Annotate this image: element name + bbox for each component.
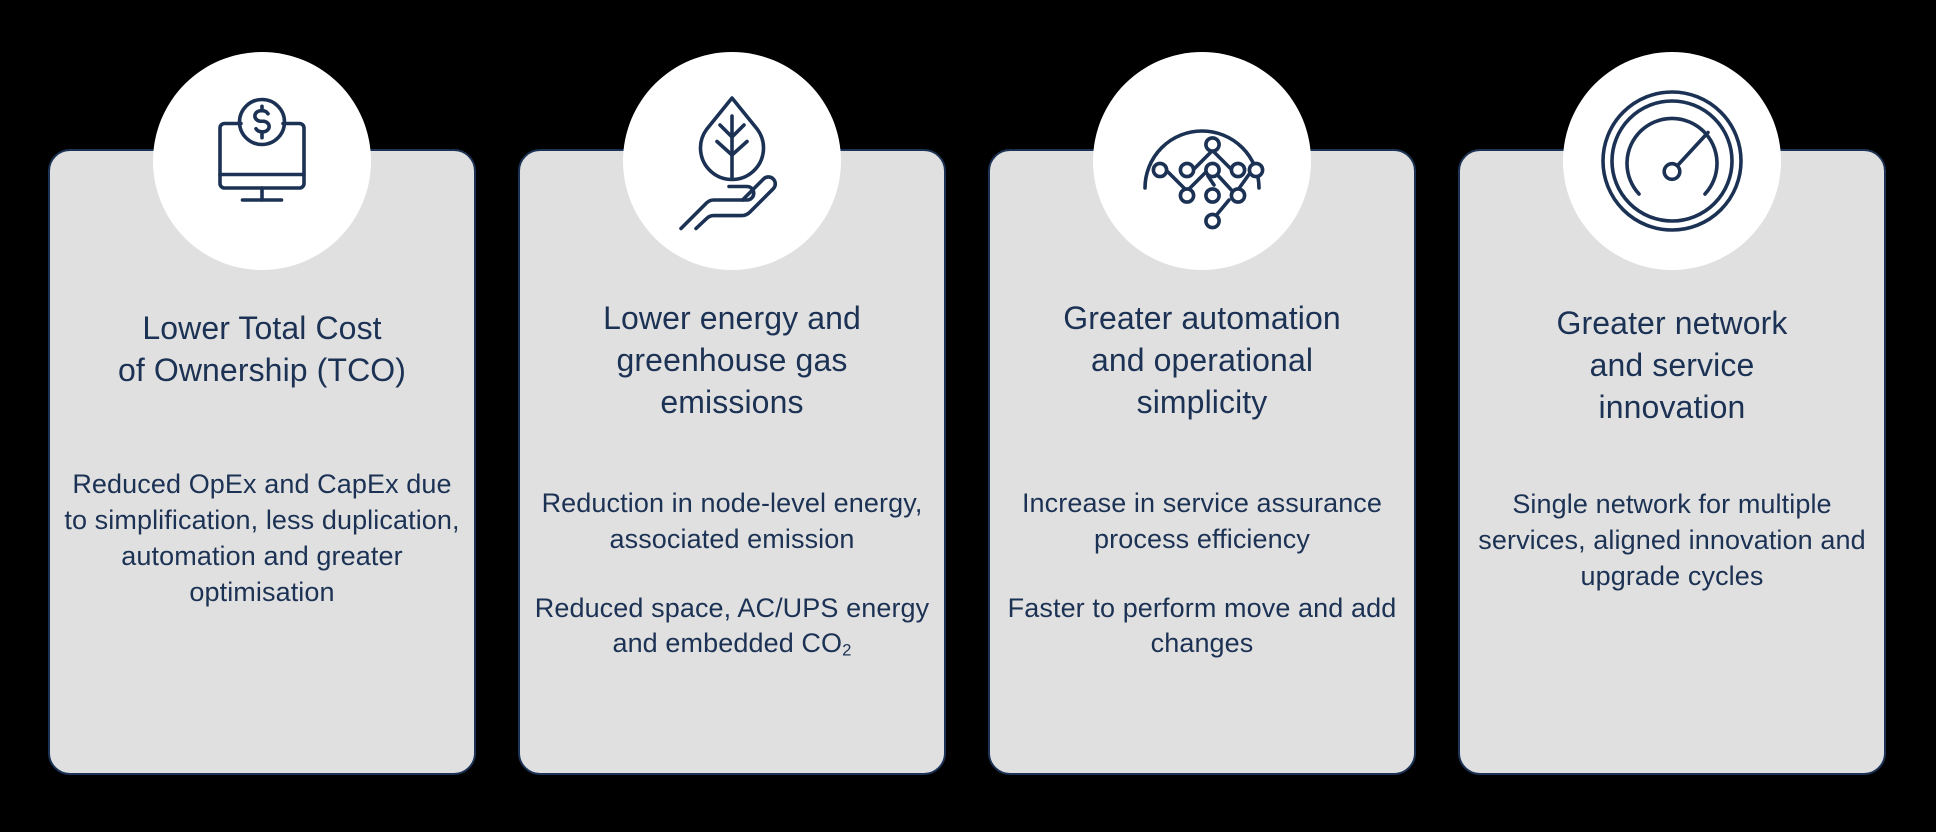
- card-title-line: innovation: [1598, 389, 1746, 426]
- card-title-line: emissions: [660, 384, 804, 421]
- card-paragraph: Reduced OpEx and CapEx due to simplifica…: [64, 469, 460, 608]
- card-title: Lower Total Cost of Ownership (TCO): [62, 307, 462, 391]
- card-paragraphs: Reduced OpEx and CapEx due to simplifica…: [62, 467, 462, 611]
- monitor-dollar-icon: [218, 97, 306, 202]
- icon-badge-energy: [623, 52, 841, 270]
- card-paragraph: Single network for multiple services, al…: [1478, 488, 1866, 591]
- card-paragraphs: Single network for multiple services, al…: [1472, 487, 1872, 595]
- card-title: Greater network and service innovation: [1472, 302, 1872, 429]
- card-title-line: Lower Total Cost: [142, 310, 382, 346]
- card-content: Lower Total Cost of Ownership (TCO) Redu…: [50, 307, 474, 611]
- speedometer-icon: [1601, 90, 1743, 232]
- card-title-line: of Ownership (TCO): [117, 352, 407, 389]
- card-title-line: and service: [1589, 347, 1755, 384]
- card-paragraphs: Increase in service assurance process ef…: [1002, 486, 1402, 663]
- card-title-line: Lower energy and: [603, 300, 861, 336]
- subscript-two: 2: [842, 641, 852, 661]
- card-paragraph-co2: Reduced space, AC/UPS energy and embedde…: [534, 592, 930, 661]
- icon-badge-innovation: [1563, 52, 1781, 270]
- card-paragraph: Faster to perform move and add changes: [1007, 592, 1397, 659]
- card-paragraph: Increase in service assurance process ef…: [1021, 487, 1383, 554]
- card-content: Greater network and service innovation S…: [1460, 302, 1884, 594]
- network-nodes-icon: [1143, 129, 1265, 230]
- card-title-line: greenhouse gas: [616, 342, 848, 379]
- card-title-line: and operational: [1090, 342, 1314, 379]
- card-title-line: simplicity: [1136, 384, 1268, 421]
- card-paragraph: Reduction in node-level energy, associat…: [541, 487, 923, 554]
- card-title: Lower energy and greenhouse gas emission…: [532, 297, 932, 424]
- icon-badge-automation: [1093, 52, 1311, 270]
- leaf-in-hand-icon: [679, 96, 777, 231]
- card-paragraphs: Reduction in node-level energy, associat…: [532, 486, 932, 663]
- card-title-line: Greater network: [1556, 305, 1788, 341]
- card-content: Lower energy and greenhouse gas emission…: [520, 297, 944, 662]
- icon-badge-tco: [153, 52, 371, 270]
- card-title-line: Greater automation: [1063, 300, 1341, 336]
- card-title: Greater automation and operational simpl…: [1002, 297, 1402, 424]
- card-content: Greater automation and operational simpl…: [990, 297, 1414, 662]
